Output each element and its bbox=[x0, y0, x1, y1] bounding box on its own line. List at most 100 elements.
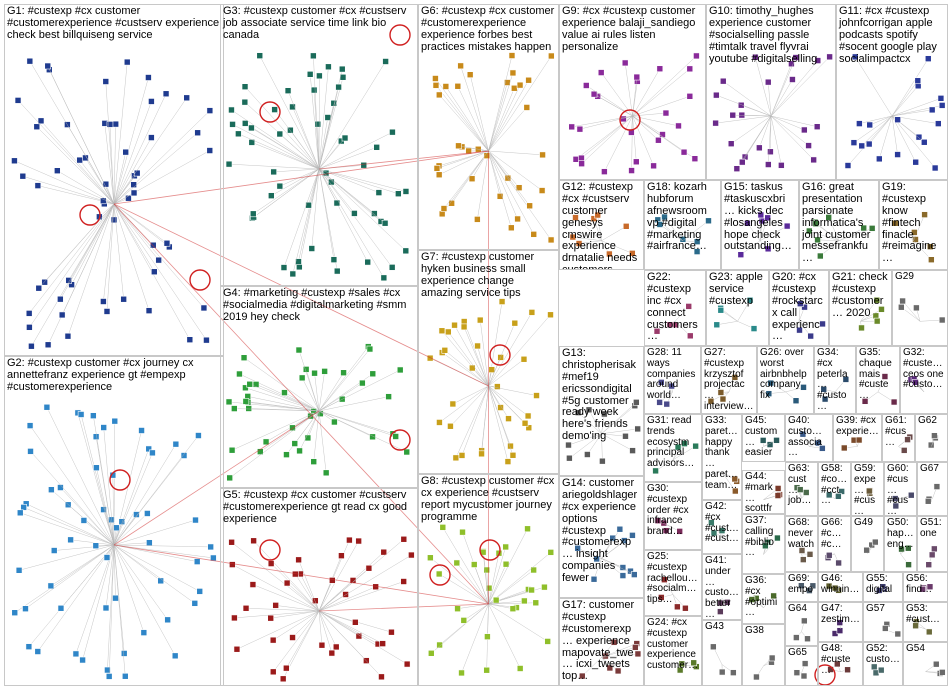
node-g3 bbox=[228, 106, 235, 114]
edge-g10 bbox=[770, 115, 809, 146]
node-g1 bbox=[106, 121, 114, 128]
node-g2 bbox=[26, 422, 34, 429]
node-g4 bbox=[295, 346, 303, 354]
edge-g16 bbox=[838, 228, 873, 241]
node-g60 bbox=[907, 491, 915, 499]
node-g8 bbox=[453, 559, 461, 567]
node-g12 bbox=[629, 250, 636, 257]
node-g8 bbox=[459, 528, 466, 536]
node-g11 bbox=[894, 151, 901, 158]
node-g1 bbox=[183, 94, 191, 102]
node-g1 bbox=[33, 123, 41, 131]
edge-g12 bbox=[593, 218, 602, 241]
group-panel-g65: G65 bbox=[785, 646, 818, 686]
node-g5 bbox=[408, 551, 415, 559]
edge-g6 bbox=[488, 80, 529, 152]
node-g12 bbox=[572, 214, 579, 221]
edge-g10 bbox=[770, 79, 793, 117]
node-g4 bbox=[225, 398, 233, 406]
edge-g3 bbox=[271, 168, 320, 196]
group-label-g16: G16: great presentation parsionate infor… bbox=[802, 181, 871, 265]
self-loop-g1 bbox=[79, 204, 101, 226]
node-g1 bbox=[44, 62, 52, 70]
node-g60 bbox=[891, 495, 899, 502]
edge-g7 bbox=[463, 326, 489, 387]
edge-g2 bbox=[75, 544, 115, 654]
edge-g8 bbox=[488, 553, 500, 605]
node-g3 bbox=[402, 247, 410, 255]
node-g50 bbox=[898, 545, 905, 553]
node-g10 bbox=[805, 142, 812, 149]
group-label-g68: G68: never watch bbox=[788, 517, 815, 550]
edge-g6 bbox=[488, 150, 543, 191]
node-g7 bbox=[458, 452, 466, 459]
edge-g3 bbox=[292, 168, 320, 274]
edge-g31 bbox=[672, 445, 696, 461]
edge-g10 bbox=[715, 115, 772, 124]
node-g14 bbox=[619, 572, 627, 579]
node-g20 bbox=[819, 320, 826, 328]
edge-g2 bbox=[113, 544, 168, 620]
node-g10 bbox=[765, 161, 772, 168]
node-g6 bbox=[525, 76, 532, 84]
node-g3 bbox=[364, 258, 372, 266]
group-label-g62: G62 bbox=[918, 415, 937, 426]
group-panel-g46: G46: winnin… bbox=[818, 572, 863, 602]
edge-g1 bbox=[113, 203, 207, 341]
node-g6 bbox=[466, 71, 474, 78]
edge-g9 bbox=[632, 68, 661, 117]
edge-g8 bbox=[488, 603, 521, 669]
edge-g1 bbox=[79, 159, 115, 205]
edge-g4 bbox=[245, 387, 320, 412]
node-g11 bbox=[920, 138, 928, 146]
node-g14 bbox=[609, 534, 617, 542]
node-g16 bbox=[814, 236, 821, 244]
edge-g2 bbox=[60, 487, 115, 546]
node-g22 bbox=[666, 321, 674, 328]
node-g1 bbox=[203, 336, 210, 344]
node-g18 bbox=[705, 217, 712, 225]
edge-g3 bbox=[318, 137, 346, 170]
edge-g3 bbox=[259, 55, 320, 170]
edge-g15 bbox=[759, 217, 768, 241]
edge-g1 bbox=[113, 77, 149, 205]
node-g4 bbox=[262, 438, 270, 446]
node-g33 bbox=[732, 487, 739, 495]
node-g10 bbox=[738, 158, 746, 166]
group-label-g12: G12: #custexp #cx #custserv customer gen… bbox=[562, 181, 638, 269]
node-g3 bbox=[388, 264, 396, 271]
node-g2 bbox=[120, 650, 128, 657]
node-g1 bbox=[150, 268, 158, 276]
edge-g7 bbox=[488, 359, 525, 387]
node-g6 bbox=[504, 79, 511, 86]
edge-g6 bbox=[488, 150, 552, 241]
edge-g2 bbox=[19, 544, 115, 571]
node-g5 bbox=[318, 641, 326, 649]
group-panel-g38: G38 bbox=[742, 624, 785, 686]
node-g4 bbox=[226, 474, 233, 482]
node-g27 bbox=[717, 389, 725, 396]
edge-g6 bbox=[438, 150, 489, 167]
node-g35 bbox=[890, 398, 898, 406]
node-g2 bbox=[43, 403, 51, 411]
group-panel-g35: G35: chaque mais #custe… bbox=[856, 346, 900, 414]
edge-g3 bbox=[318, 168, 406, 251]
node-g3 bbox=[339, 73, 347, 81]
node-g8 bbox=[439, 524, 447, 531]
node-g4 bbox=[321, 368, 328, 375]
group-label-g43: G43 bbox=[705, 621, 724, 632]
node-g4 bbox=[340, 369, 347, 377]
node-g29 bbox=[899, 297, 906, 305]
edge-g3 bbox=[299, 168, 320, 267]
node-g3 bbox=[310, 86, 318, 94]
node-g1 bbox=[41, 278, 48, 286]
edge-g5 bbox=[292, 610, 320, 638]
node-g29 bbox=[938, 316, 946, 324]
edge-g2 bbox=[113, 435, 199, 546]
self-loop-g3 bbox=[389, 24, 411, 46]
node-g61 bbox=[904, 436, 911, 443]
node-g65 bbox=[793, 669, 801, 676]
edge-g9 bbox=[632, 115, 659, 141]
node-g34 bbox=[821, 395, 829, 403]
